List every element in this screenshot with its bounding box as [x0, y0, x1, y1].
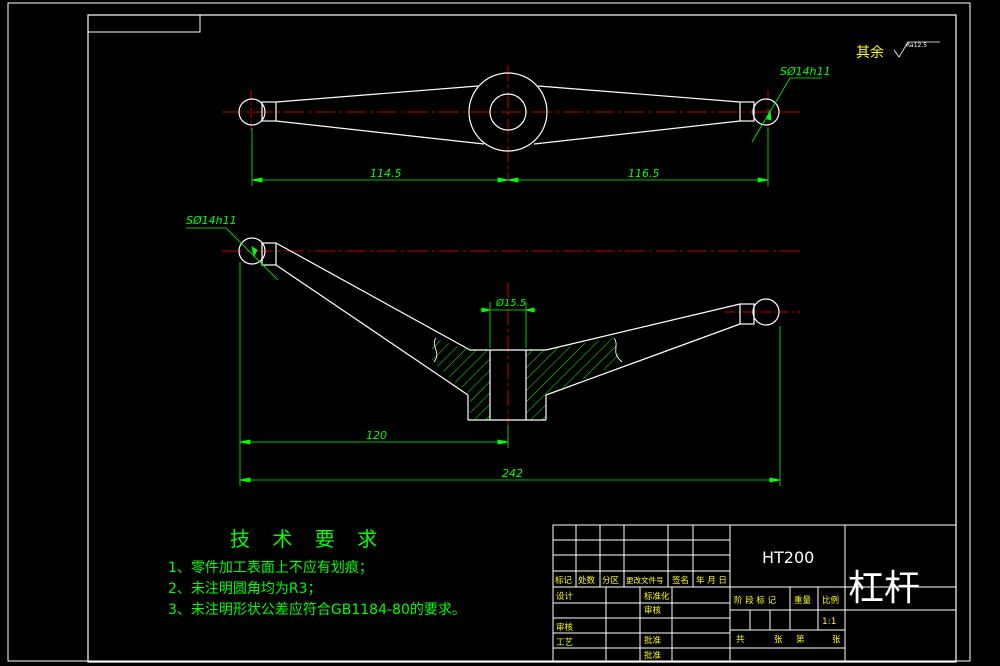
requirement-item: 3、未注明形状公差应符合GB1184-80的要求。 — [168, 602, 466, 618]
requirement-item: 1、零件加工表面上不应有划痕； — [168, 560, 373, 576]
tb-rev-header-5: 年 月 日 — [696, 575, 727, 586]
tb-sign-approve: 批准 — [644, 635, 662, 646]
tb-sign-review: 审核 — [556, 622, 574, 633]
dim-top-left: 114.5 — [370, 167, 402, 180]
requirement-item: 2、未注明圆角均为R3； — [168, 581, 322, 597]
tb-rev-header-2: 分区 — [602, 576, 620, 586]
dim-total-length: 242 — [502, 467, 523, 480]
dim-top-right: 116.5 — [628, 167, 660, 180]
tb-part-name: 杠杆 — [848, 568, 920, 609]
section-view: SØ14h11 Ø15.5 120 242 — [186, 214, 800, 486]
tb-rev-header-0: 标记 — [555, 575, 573, 586]
tb-sheet-no: 第 — [796, 634, 805, 645]
inner-border — [87, 14, 957, 663]
tb-sign-mid-review: 审核 — [644, 605, 662, 616]
tb-sheet-unit-1: 张 — [774, 635, 783, 645]
tb-sign-design: 设计 — [556, 591, 574, 602]
tb-sheet-total: 共 — [736, 635, 745, 645]
tb-sheet-unit-2: 张 — [832, 635, 841, 645]
title-block — [552, 524, 957, 662]
dim-sphere-top: SØ14h11 — [780, 65, 831, 78]
requirements-title: 技 术 要 求 — [230, 527, 386, 551]
tb-rev-header-4: 签名 — [672, 575, 689, 586]
tb-sign-standard: 标准化 — [644, 591, 670, 602]
roughness-label: 其余 — [856, 44, 884, 61]
roughness-symbol-icon — [893, 41, 940, 58]
drawing-number-box — [87, 14, 201, 33]
tb-stage-header: 阶 段 标 记 — [734, 595, 777, 606]
roughness-value: Ra12.5 — [906, 42, 927, 49]
dim-sphere-side: SØ14h11 — [186, 214, 237, 227]
tb-sign-process: 工艺 — [556, 638, 573, 648]
tb-material: HT200 — [762, 548, 814, 567]
tb-weight-header: 重量 — [794, 595, 812, 606]
dim-bore: Ø15.5 — [495, 297, 526, 309]
tb-rev-header-1: 处数 — [578, 575, 596, 586]
tb-scale-header: 比例 — [822, 595, 839, 606]
dim-partial-length: 120 — [366, 429, 387, 442]
tb-scale-value: 1:1 — [822, 617, 836, 627]
tb-rev-header-3: 更改文件号 — [626, 575, 664, 585]
top-view: 114.5 116.5 SØ14h11 — [222, 65, 831, 186]
tb-sign-approve-dup: 批准 — [644, 650, 662, 661]
outer-border — [7, 2, 971, 662]
